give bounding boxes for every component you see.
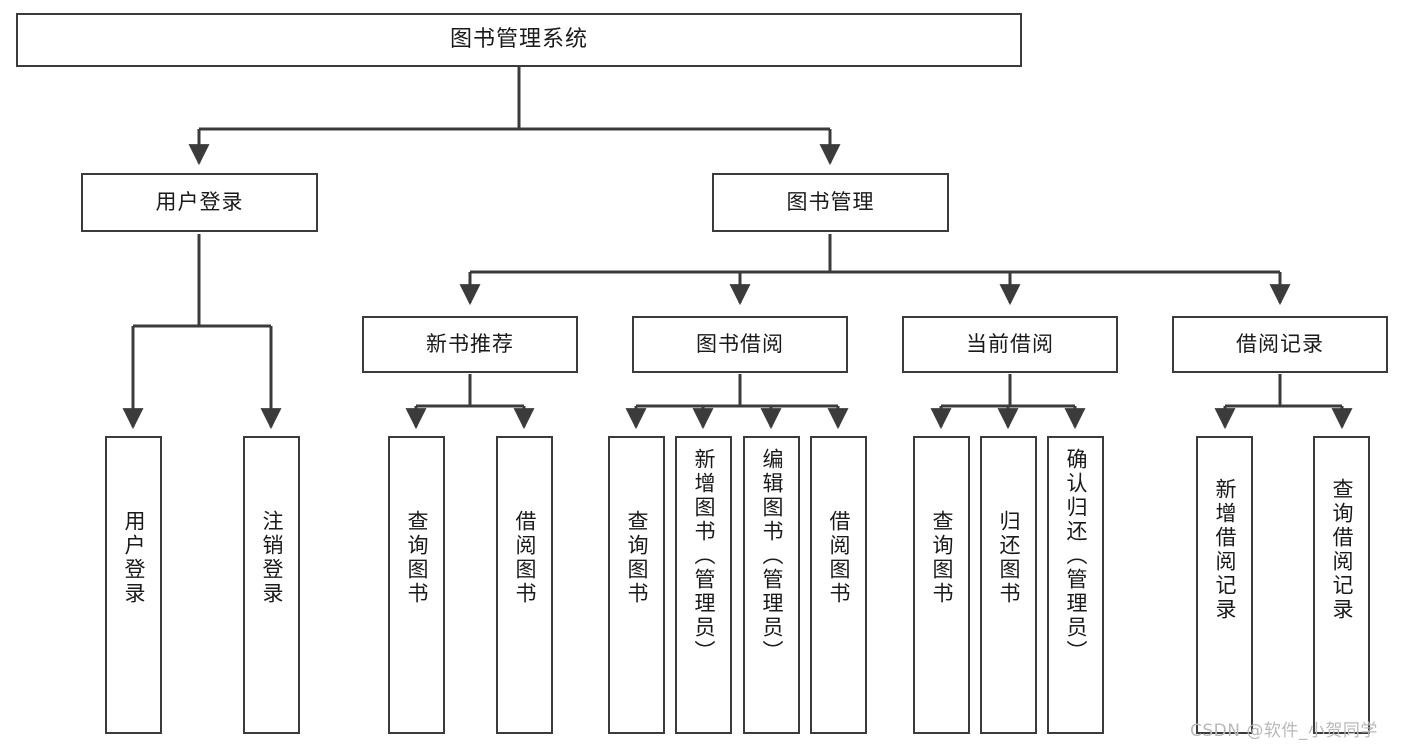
node-label: 查询图书	[404, 510, 429, 606]
leaf-borrow-record-query-record[interactable]: 查询借阅记录	[1313, 436, 1370, 734]
node-new-book-recommend[interactable]: 新书推荐	[362, 316, 578, 373]
node-label: 新增图书（管理员）	[691, 448, 716, 664]
csdn-watermark: CSDN @软件_小贺同学	[1190, 721, 1378, 741]
node-label: 新增借阅记录	[1212, 478, 1237, 622]
node-borrow-record[interactable]: 借阅记录	[1172, 316, 1388, 373]
node-label: 确认归还（管理员）	[1063, 448, 1088, 664]
node-label: 归还图书	[996, 510, 1021, 606]
leaf-current-borrow-confirm-return[interactable]: 确认归还（管理员）	[1047, 436, 1104, 734]
leaf-current-borrow-return-book[interactable]: 归还图书	[980, 436, 1037, 734]
leaf-new-book-query-book[interactable]: 查询图书	[388, 436, 445, 734]
node-root-system[interactable]: 图书管理系统	[16, 13, 1022, 67]
leaf-borrow-record-add-record[interactable]: 新增借阅记录	[1196, 436, 1253, 734]
node-label: 借阅图书	[826, 510, 851, 606]
node-label: 查询图书	[929, 510, 954, 606]
node-label: 用户登录	[155, 189, 244, 214]
leaf-new-book-borrow-book[interactable]: 借阅图书	[496, 436, 553, 734]
node-label: 当前借阅	[966, 331, 1054, 356]
node-label: 借阅图书	[512, 510, 537, 606]
node-label: 图书管理系统	[449, 26, 588, 52]
node-label: 查询图书	[624, 510, 649, 606]
leaf-book-borrow-query-book[interactable]: 查询图书	[608, 436, 665, 734]
node-label: 图书管理	[786, 189, 875, 214]
node-label: 新书推荐	[426, 331, 514, 356]
node-label: 借阅记录	[1236, 331, 1324, 356]
node-label: 注销登录	[259, 510, 284, 606]
leaf-current-borrow-query-book[interactable]: 查询图书	[913, 436, 970, 734]
node-label: 查询借阅记录	[1329, 478, 1354, 622]
leaf-user-login-login[interactable]: 用户登录	[105, 436, 162, 734]
node-book-borrow[interactable]: 图书借阅	[632, 316, 848, 373]
leaf-book-borrow-edit-book[interactable]: 编辑图书（管理员）	[743, 436, 800, 734]
node-label: 用户登录	[121, 510, 146, 606]
leaf-user-login-logout[interactable]: 注销登录	[243, 436, 300, 734]
node-label: 图书借阅	[696, 331, 784, 356]
node-book-management[interactable]: 图书管理	[712, 173, 949, 232]
node-user-login[interactable]: 用户登录	[81, 173, 318, 232]
node-current-borrow[interactable]: 当前借阅	[902, 316, 1118, 373]
node-label: 编辑图书（管理员）	[759, 448, 784, 664]
leaf-book-borrow-add-book[interactable]: 新增图书（管理员）	[675, 436, 732, 734]
leaf-book-borrow-borrow-book[interactable]: 借阅图书	[810, 436, 867, 734]
